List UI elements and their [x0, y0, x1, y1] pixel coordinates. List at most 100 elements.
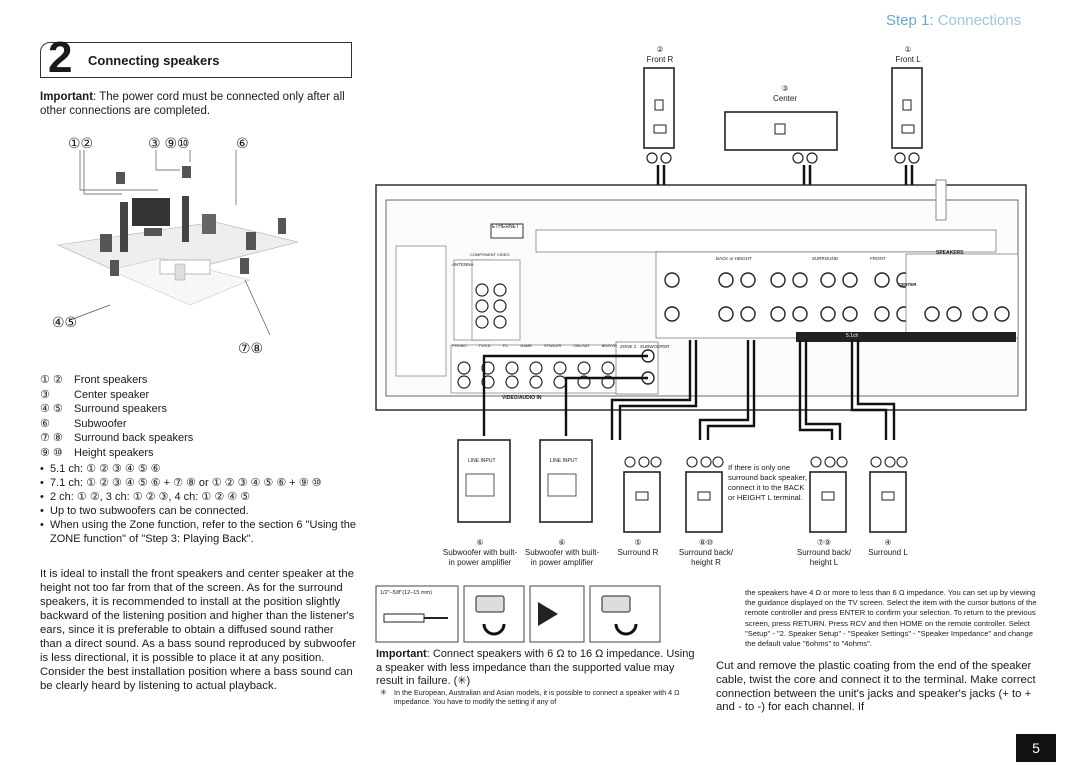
impedance-setup-note: the speakers have 4 Ω or more to less th… [745, 588, 1037, 649]
step-label: Step 1: [886, 12, 934, 29]
caption-text: Surround R [617, 548, 659, 557]
bullet-text: 5.1 ch: ① ② ③ ④ ⑤ ⑥ [50, 463, 161, 475]
bullet-text: 7.1 ch: ① ② ③ ④ ⑤ ⑥ + ⑦ ⑧ or ① ② ③ ④ ⑤ ⑥… [50, 477, 322, 489]
legend-text: Surround back speakers [74, 432, 194, 444]
terminal-knob-2 [601, 595, 631, 613]
twist-arrow-1 [482, 623, 506, 636]
legend-text: Subwoofer [74, 417, 127, 430]
height-speaker-r [182, 166, 191, 178]
important-text-mid: : Connect speakers with 6 Ω to 16 Ω impe… [376, 648, 695, 687]
room-rug [109, 257, 251, 306]
caption-num: ④ [884, 538, 892, 547]
wire-strip-illustrations [375, 585, 661, 643]
front-r-driver [654, 99, 664, 111]
ir-remote-block [395, 245, 447, 377]
front-r-caption: ② Front R [640, 45, 680, 65]
config-bullets: •5.1 ch: ① ② ③ ④ ⑤ ⑥ •7.1 ch: ① ② ③ ④ ⑤ … [40, 462, 360, 546]
ethernet-label: ETHERNET [492, 224, 519, 230]
bullet-text: When using the Zone function, refer to t… [50, 519, 356, 545]
front-l-terminal [901, 124, 915, 134]
step-title: Connections [937, 12, 1022, 29]
room-label-center-height: ③ ⑨⑩ [148, 135, 190, 151]
bottom-speakers-diagram [457, 439, 908, 533]
center-speaker [144, 228, 162, 236]
twist-arrow-2 [614, 623, 638, 636]
room-label-surround-back: ⑦⑧ [238, 340, 264, 356]
subwoofer [202, 214, 216, 234]
surround-r-box [623, 471, 661, 533]
legend-row: ⑦ ⑧ Surround back speakers [40, 431, 193, 446]
input-labels: PHONO TV/CD PC GAME STB/DVR CBL/SAT BD/D… [452, 343, 617, 348]
caption-num: ⑤ [634, 538, 642, 547]
surround-r-2 [278, 218, 286, 234]
room-label-front: ①② [68, 135, 94, 151]
speakers-label: SPEAKERS [936, 250, 964, 256]
surround-back-r [240, 258, 249, 274]
caption-surround-back-l: ⑦⑨ Surround back/ height L [792, 538, 856, 568]
surround-back-l-box [809, 471, 847, 533]
legend-nums: ⑨ ⑩ [40, 446, 63, 459]
caption-text: Subwoofer with built-in power amplifier [524, 548, 600, 567]
front-l-driver [902, 99, 912, 111]
input-label: BD/DVD [601, 343, 617, 348]
section-heading-box [40, 42, 352, 78]
caption-num: ⑦⑨ [816, 538, 832, 547]
connection-instructions: Cut and remove the plastic coating from … [716, 660, 1036, 714]
important-label-mid: Important [376, 648, 427, 660]
sub2-line-input: LINE INPUT [550, 458, 578, 464]
bullet-text: Up to two subwoofers can be connected. [50, 505, 249, 517]
footnote-mark: ✳ [380, 688, 387, 697]
input-label: PHONO [452, 343, 467, 348]
caption-surround-r: ⑤ Surround R [608, 538, 668, 558]
legend-text: Surround speakers [74, 403, 167, 415]
section-title: Connecting speakers [88, 53, 220, 68]
bullet-text: 2 ch: ① ②, 3 ch: ① ② ③, 4 ch: ① ② ④ ⑤ [50, 491, 251, 503]
legend-text: Front speakers [74, 374, 148, 386]
height-speaker-l [116, 172, 125, 184]
caption-text: Surround back/ height L [796, 548, 852, 567]
front-r-terminal [653, 124, 667, 134]
speaker-label: Front R [646, 55, 674, 64]
input-label: GAME [520, 343, 533, 348]
speaker-terminal-block [655, 251, 942, 339]
bullet-item: •When using the Zone function, refer to … [40, 518, 360, 546]
caption-num: ⑥ [558, 538, 566, 547]
caption-surround-l: ④ Surround L [858, 538, 918, 558]
surround-r [246, 232, 256, 250]
front-label: FRONT [870, 256, 886, 261]
speaker-num: ③ [781, 84, 789, 93]
wire-coating [383, 613, 425, 623]
input-label: TV/CD [478, 343, 491, 348]
surround-back-l [110, 260, 119, 276]
five-one-bar [796, 332, 1016, 342]
center-driver [774, 123, 786, 135]
section-number: 2 [48, 33, 73, 82]
insert-arrow [538, 602, 558, 626]
caption-subwoofer-1: ⑥ Subwoofer with built-in power amplifie… [440, 538, 520, 568]
bottom-cables [482, 340, 896, 440]
step-header: Step 1: Connections [886, 12, 1021, 29]
input-label: STB/DVR [544, 343, 562, 348]
subwoofer-label: SUBWOOFER [640, 344, 670, 349]
caption-text: Surround L [868, 548, 908, 557]
zone2-label: ZONE 2 [620, 344, 637, 349]
surround-back-note: If there is only one surround back speak… [728, 463, 807, 502]
listener [174, 263, 186, 281]
sub1-line-input: LINE INPUT [468, 458, 496, 464]
five-one-label: 5.1ch [846, 333, 859, 339]
caption-num: ⑥ [476, 538, 484, 547]
caption-surround-back-r: ⑧⑩ Surround back/ height R [674, 538, 738, 568]
surround-back-r-box [685, 471, 723, 533]
center-caption: ③ Center [760, 84, 810, 104]
front-l-caption: ① Front L [888, 45, 928, 65]
ethernet-port [490, 223, 524, 239]
subwoofer-2-panel [547, 473, 577, 497]
terminal-knob-1 [475, 595, 505, 613]
caption-text: Subwoofer with built-in power amplifier [442, 548, 518, 567]
surround-l-box [869, 471, 907, 533]
speakers-info-block [905, 253, 1019, 339]
legend-nums: ⑦ ⑧ [40, 432, 63, 444]
placement-paragraph: It is ideal to install the front speaker… [40, 568, 356, 692]
